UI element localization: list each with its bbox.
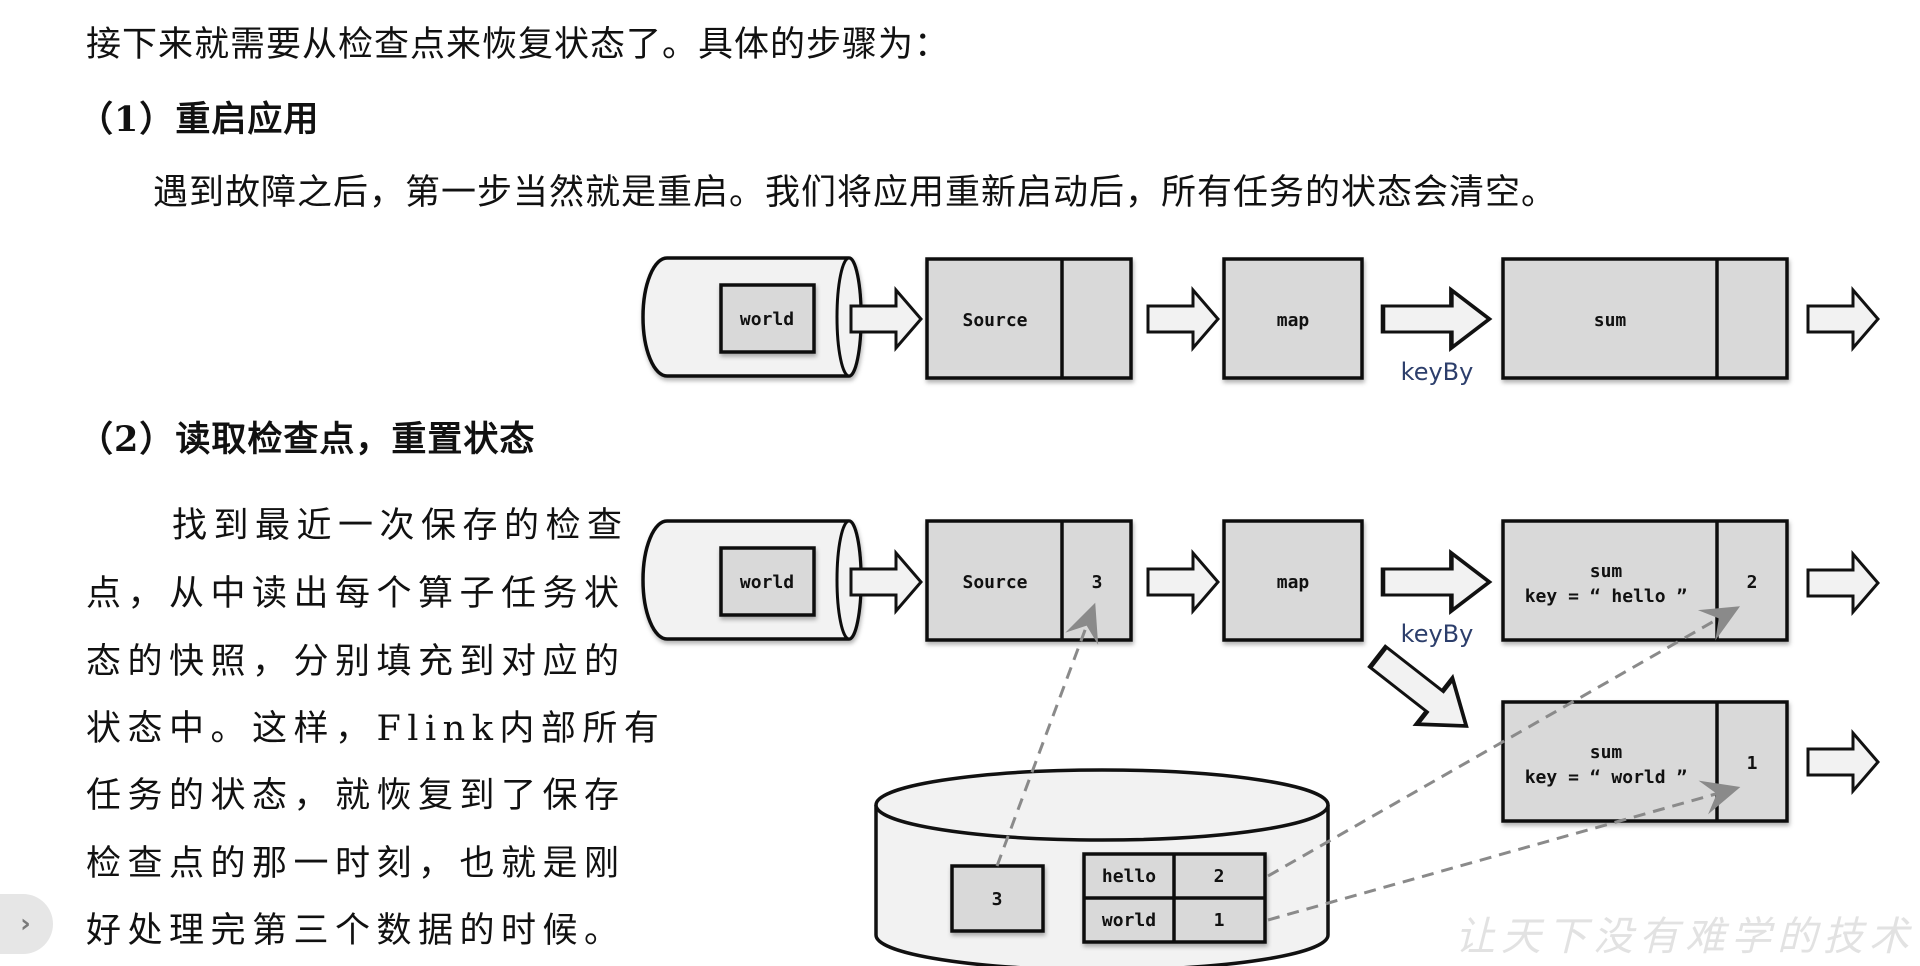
arrow-icon bbox=[1146, 551, 1220, 613]
restore-line-source bbox=[995, 602, 1099, 867]
step2-paragraph-line: 状态中。这样，Flink内部所有 bbox=[86, 709, 666, 749]
queued-record-box bbox=[719, 546, 816, 617]
map-label: map bbox=[1277, 572, 1310, 593]
sum-world-operator bbox=[1501, 700, 1789, 823]
table-value: 2 bbox=[1214, 866, 1225, 887]
sum-hello-label: sum bbox=[1590, 561, 1623, 582]
arrow-icon bbox=[1806, 288, 1880, 350]
restore-line-hello bbox=[1267, 606, 1741, 878]
source-operator bbox=[925, 257, 1133, 380]
arrow-icon bbox=[1383, 290, 1489, 348]
arrow-icon bbox=[1806, 731, 1880, 793]
step1-paragraph: 遇到故障之后，第一步当然就是重启。我们将应用重新启动后，所有任务的状态会清空。 bbox=[153, 173, 1558, 213]
source-label: Source bbox=[962, 572, 1027, 593]
sum-label: sum bbox=[1594, 310, 1627, 331]
intro-text: 接下来就需要从检查点来恢复状态了。具体的步骤为： bbox=[86, 25, 951, 65]
arrow-icon bbox=[1146, 288, 1220, 350]
checkpoint-source-offset: 3 bbox=[992, 889, 1003, 910]
sum-hello-key: key = “ hello ” bbox=[1525, 586, 1688, 607]
table-value: 1 bbox=[1214, 910, 1225, 931]
map-operator bbox=[1222, 519, 1364, 642]
arrow-icon bbox=[1383, 553, 1489, 611]
step2-paragraph-line: 好处理完第三个数据的时候。 bbox=[86, 911, 626, 951]
table-key: world bbox=[1102, 910, 1156, 931]
sum-world-label: sum bbox=[1590, 742, 1623, 763]
step2-paragraph-line: 找到最近一次保存的检查 bbox=[172, 506, 629, 546]
keyby-label: keyBy bbox=[1401, 358, 1474, 386]
source-label: Source bbox=[962, 310, 1027, 331]
sum-world-key: key = “ world ” bbox=[1525, 767, 1688, 788]
step2-paragraph-line: 任务的状态，就恢复到了保存 bbox=[86, 776, 626, 816]
queued-record-box bbox=[719, 283, 816, 354]
keyby-label: keyBy bbox=[1401, 620, 1474, 648]
queued-record-label: world bbox=[740, 572, 794, 593]
restore-line-world bbox=[1267, 780, 1741, 922]
expand-sidebar-button[interactable]: › bbox=[0, 894, 53, 954]
step2-paragraph-line: 点，从中读出每个算子任务状 bbox=[86, 574, 626, 614]
diagonal-arrow-icon bbox=[1360, 634, 1484, 749]
step2-paragraph-line: 态的快照，分别填充到对应的 bbox=[86, 642, 626, 682]
map-label: map bbox=[1277, 310, 1310, 331]
queued-record-label: world bbox=[740, 309, 794, 330]
step1-heading: （1）重启应用 bbox=[78, 99, 320, 140]
chevron-right-icon: › bbox=[20, 909, 31, 939]
diagram-restore: world Source 3 map keyBy sum key = “ hel… bbox=[641, 519, 1880, 966]
checkpoint-state-table bbox=[1082, 852, 1267, 944]
arrow-icon bbox=[1806, 552, 1880, 614]
watermark: 让天下没有难学的技术 bbox=[1455, 914, 1915, 960]
source-operator bbox=[925, 519, 1133, 642]
diagram-restart: world Source map keyBy sum bbox=[641, 256, 1880, 386]
sum-hello-state: 2 bbox=[1747, 572, 1758, 593]
step2-paragraph-line: 检查点的那一时刻，也就是刚 bbox=[86, 844, 626, 884]
step2-heading: （2）读取检查点，重置状态 bbox=[78, 419, 536, 460]
sum-hello-operator bbox=[1501, 519, 1789, 642]
checkpoint-source-offset-box bbox=[950, 864, 1045, 933]
table-key: hello bbox=[1102, 866, 1156, 887]
sum-operator bbox=[1501, 257, 1789, 380]
map-operator bbox=[1222, 257, 1364, 380]
source-state: 3 bbox=[1092, 572, 1103, 593]
sum-world-state: 1 bbox=[1747, 753, 1758, 774]
